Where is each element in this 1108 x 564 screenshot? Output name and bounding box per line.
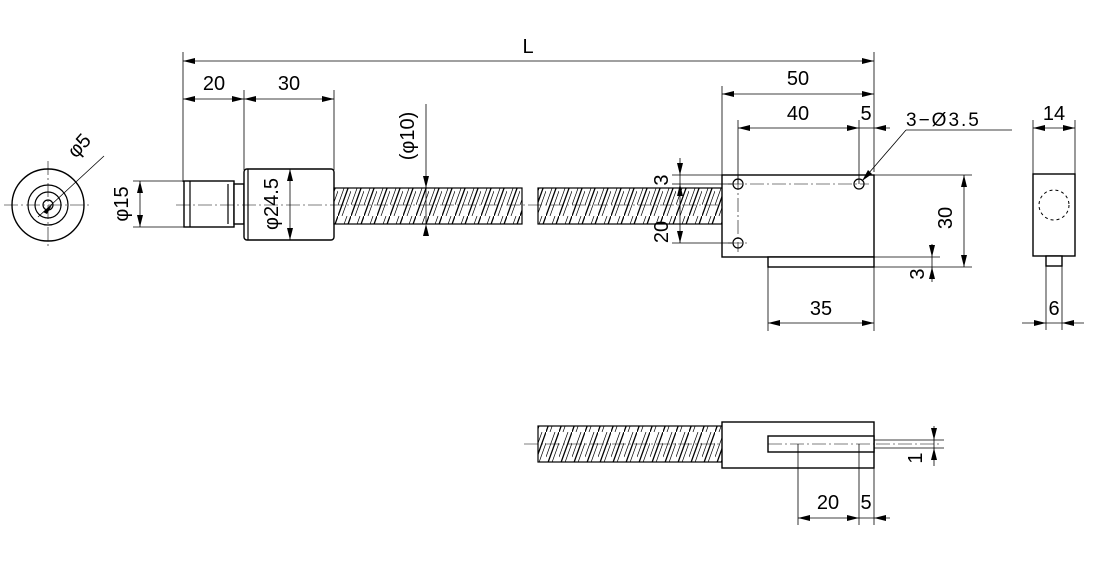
dim-block-top: 50 40 5 <box>721 68 890 184</box>
base-length-label: 35 <box>810 298 832 320</box>
side-view: 6 14 <box>1022 103 1084 330</box>
probe-body <box>176 168 740 241</box>
dim-mount-holes: 3−Ø3.5 <box>861 110 1012 182</box>
mounting-block <box>721 174 875 268</box>
dim-block-right: 30 3 <box>874 174 972 282</box>
slot-offset-label: 5 <box>860 492 871 514</box>
tip-diameter-label: φ15 <box>111 186 133 221</box>
mount-holes-label: 3−Ø3.5 <box>906 110 981 131</box>
tip-length-label: 20 <box>203 73 225 95</box>
hole-top-offset-label: 3 <box>651 174 673 185</box>
hole-edge-offset-label: 5 <box>860 103 871 125</box>
hole-spacing-label: 20 <box>651 221 673 243</box>
dim-base-length: 35 <box>767 267 875 331</box>
dim-head-diameter: φ24.5 <box>261 169 293 240</box>
side-width-label: 14 <box>1043 103 1065 125</box>
slot-length-label: 20 <box>817 492 839 514</box>
hole-pitch-label: 40 <box>787 103 809 125</box>
dim-tip-head: 20 30 <box>183 73 335 170</box>
bottom-view: 1 20 5 <box>524 421 944 525</box>
base-offset-label: 3 <box>907 268 929 279</box>
dim-tip-diameter: φ15 <box>111 180 184 228</box>
head-diameter-label: φ24.5 <box>261 178 283 230</box>
tube-diameter-label: (φ10) <box>397 112 419 161</box>
block-length-label: 50 <box>787 68 809 90</box>
head-length-label: 30 <box>278 73 300 95</box>
end-view: φ5 <box>4 130 105 249</box>
side-stub-width-label: 6 <box>1048 298 1059 320</box>
block-height-label: 30 <box>935 207 957 229</box>
overall-length-label: L <box>522 36 533 58</box>
dim-tube-diameter: (φ10) <box>397 104 429 236</box>
dim-block-left: 3 20 <box>651 158 732 244</box>
slot-depth-label: 1 <box>905 452 927 463</box>
end-face-hole-label: φ5 <box>63 130 95 163</box>
dim-overall-length: L <box>182 36 875 182</box>
